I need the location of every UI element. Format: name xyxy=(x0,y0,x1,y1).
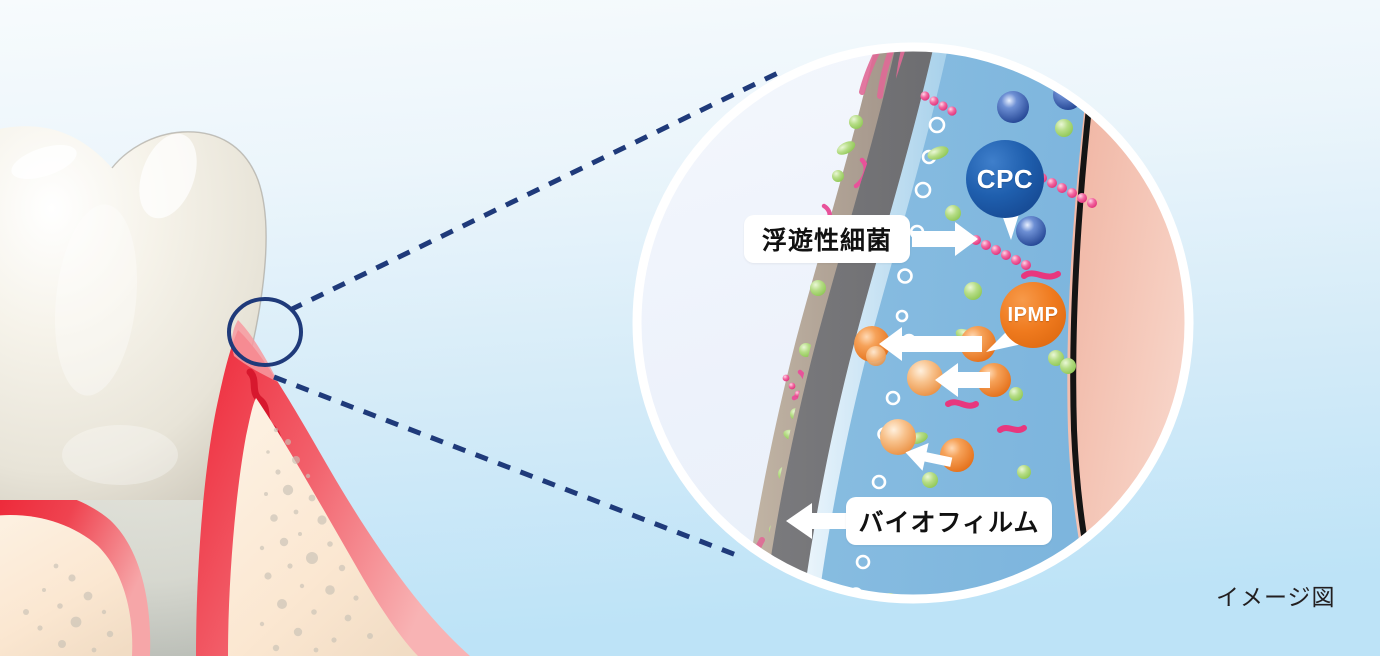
cpc-tail xyxy=(1001,212,1019,240)
biofilm-layer xyxy=(748,51,936,595)
dashed-connector-upper xyxy=(288,67,786,313)
tooth-anatomy-group xyxy=(0,126,470,656)
tooth-outline xyxy=(111,131,267,405)
ipmp-particles-fluid xyxy=(940,326,1011,472)
enamel-highlight-2 xyxy=(139,133,197,219)
ipmp-bubble[interactable]: IPMP xyxy=(1000,282,1066,348)
enamel-highlight-4 xyxy=(62,425,178,485)
tooth-crown xyxy=(0,126,267,500)
bone-porosity xyxy=(23,427,373,653)
planktonic-bacteria-label: 浮遊性細菌 xyxy=(744,215,910,263)
arrows-group xyxy=(786,222,990,539)
enamel-highlight-3 xyxy=(54,204,138,396)
planktonic-label-text: 浮遊性細菌 xyxy=(761,227,892,255)
ipmp-particles-biofilm xyxy=(854,326,943,455)
cpc-bubble[interactable]: CPC xyxy=(966,140,1044,218)
magnifier-connector-group xyxy=(227,67,786,561)
enamel-highlight-1 xyxy=(11,145,77,179)
biofilm-label-text: バイオフィルム xyxy=(858,509,1040,537)
bone-right xyxy=(228,398,418,656)
ipmp-label: IPMP xyxy=(1007,303,1059,326)
arrow-ipmp-1 xyxy=(879,327,982,361)
image-caption: イメージ図 xyxy=(1216,584,1336,610)
arrow-ipmp-3 xyxy=(905,442,953,471)
cpc-label: CPC xyxy=(976,163,1034,194)
biofilm-label: バイオフィルム xyxy=(846,497,1052,545)
tissue-layer xyxy=(1061,51,1185,595)
arrow-ipmp-2 xyxy=(935,363,990,397)
lens-inner-rim xyxy=(632,42,1194,604)
arrow-biofilm xyxy=(786,503,848,539)
bone-left xyxy=(0,515,133,656)
marker-circle xyxy=(227,297,303,367)
dashed-connector-lower xyxy=(273,374,745,561)
arrow-planktonic xyxy=(912,222,978,256)
